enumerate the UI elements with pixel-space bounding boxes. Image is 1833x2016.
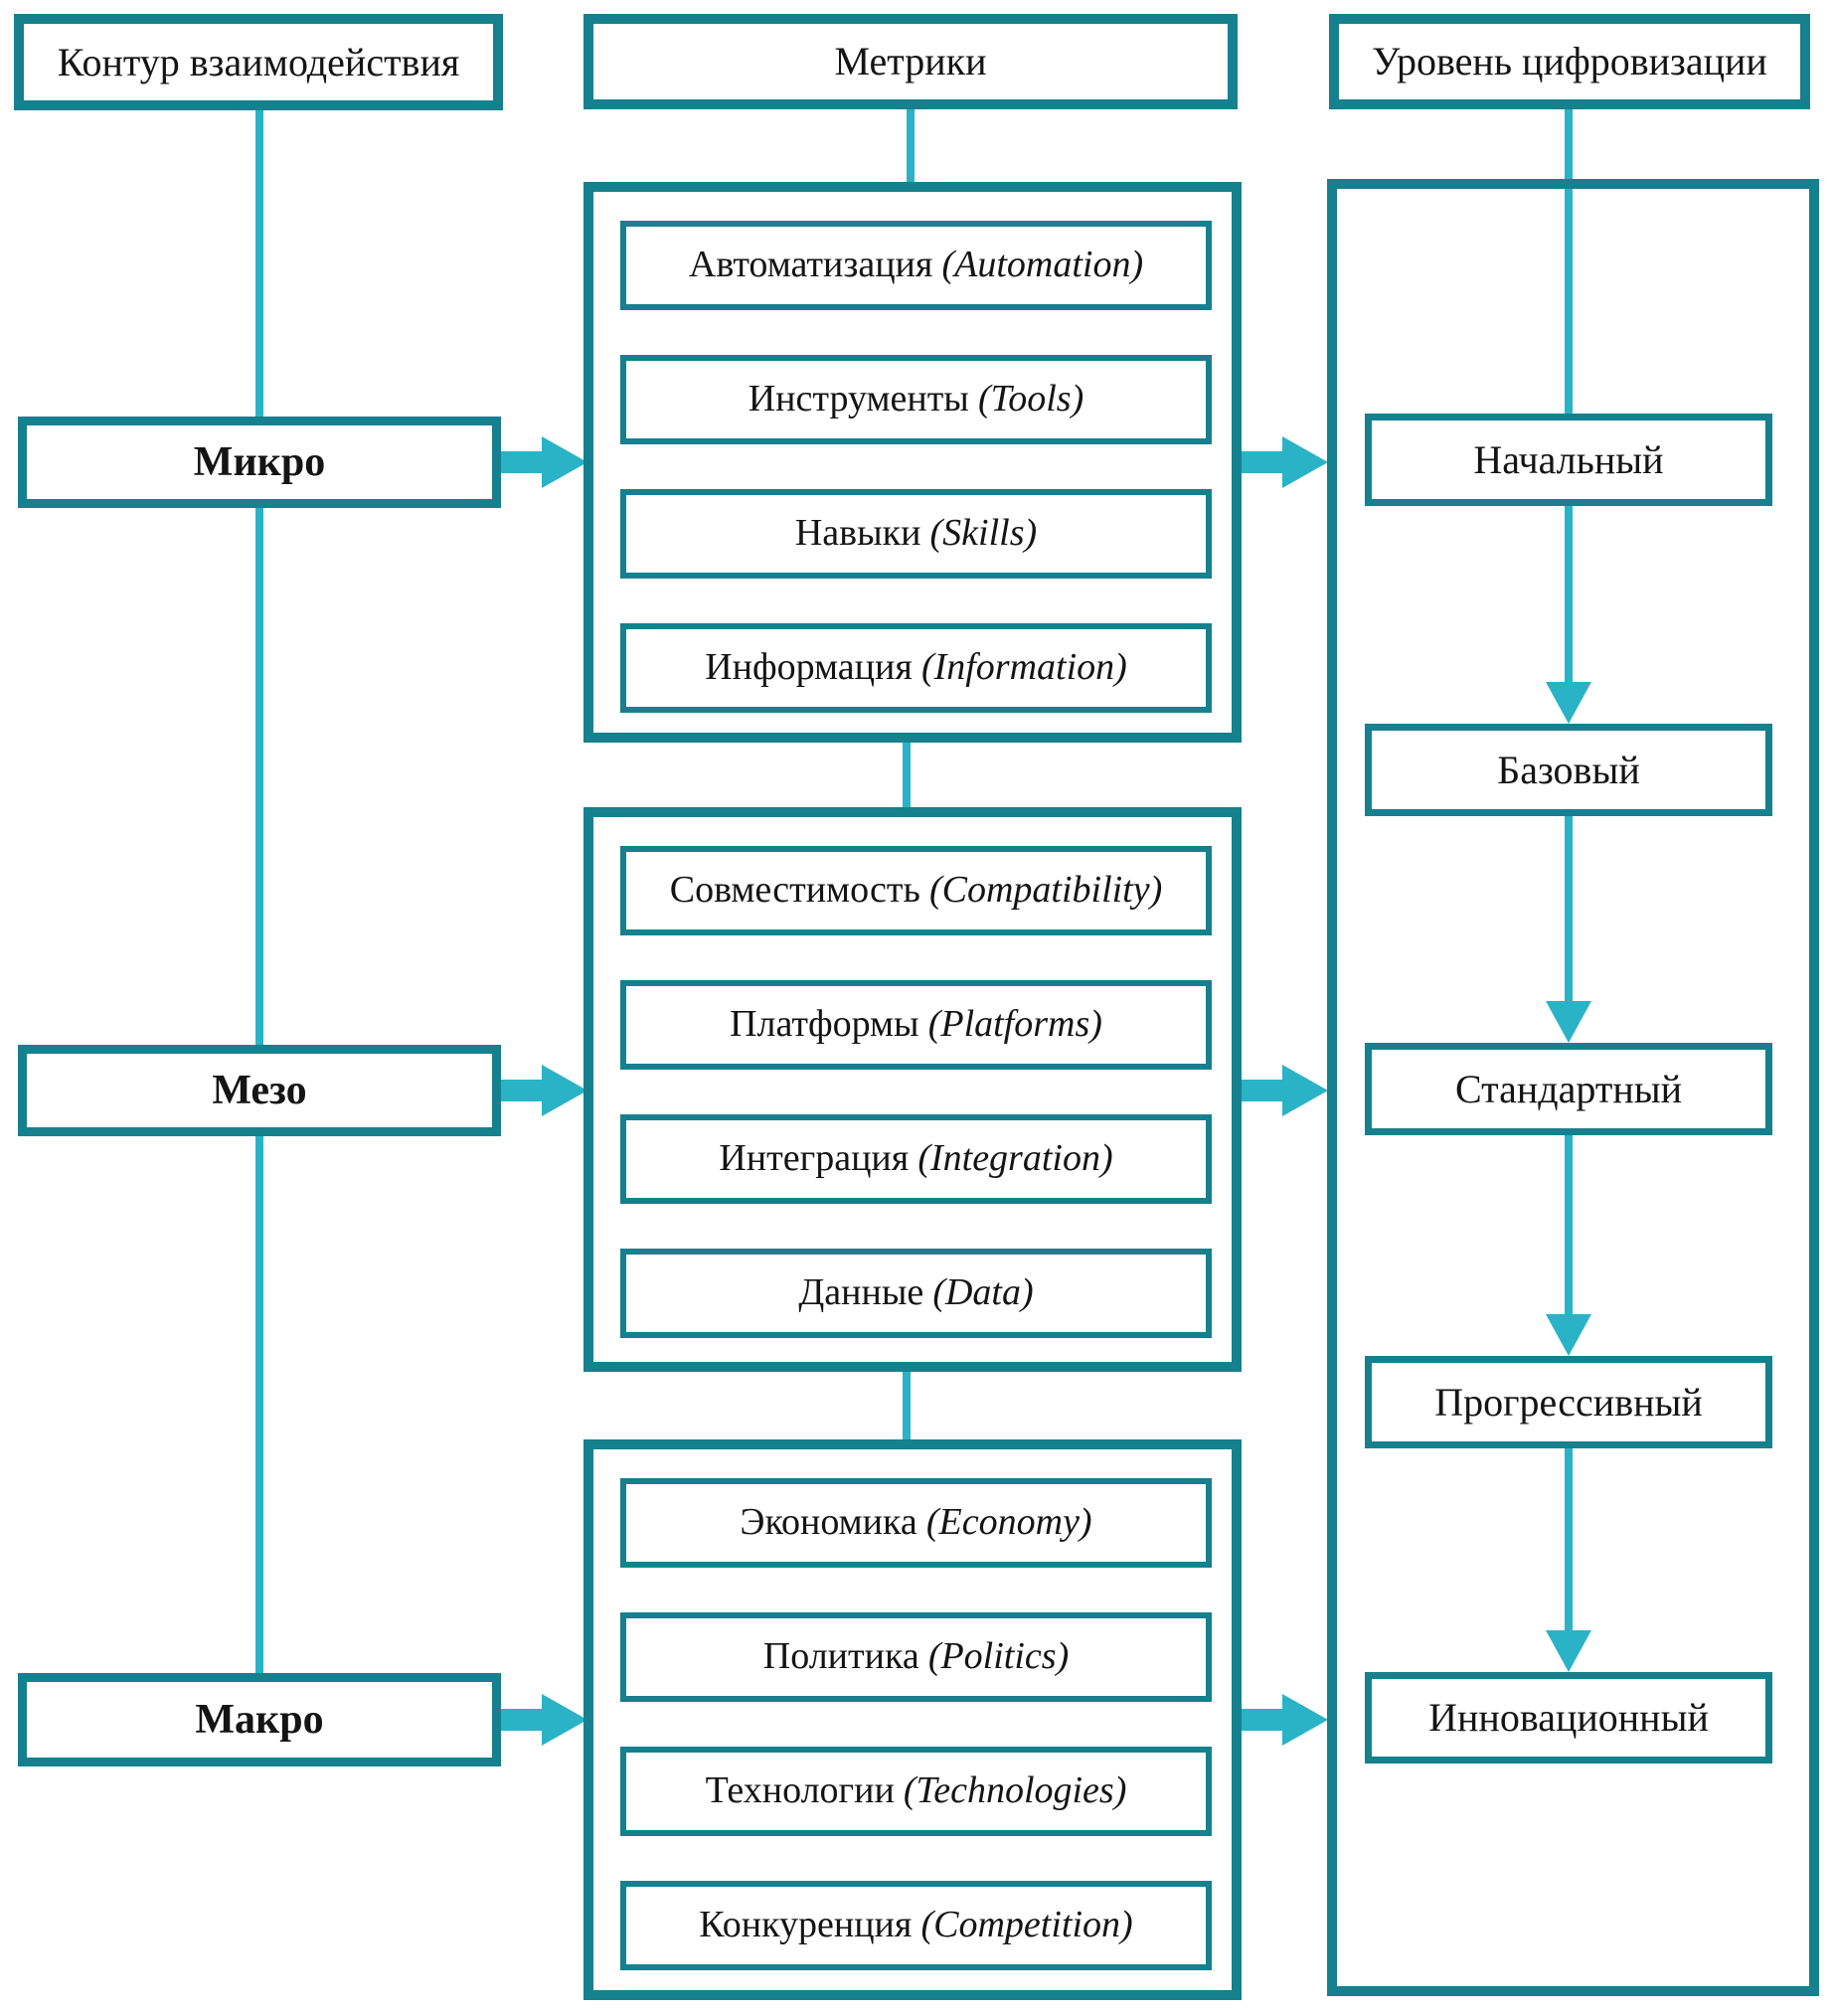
metric-label-en: (Economy): [925, 1501, 1092, 1544]
level-box-meso: Мезо: [18, 1045, 501, 1136]
micro-label: Микро: [193, 438, 326, 485]
interaction-header-label: Контур взаимодействия: [57, 39, 460, 84]
level-label: Инновационный: [1428, 1695, 1709, 1740]
arrow-head-icon: [542, 436, 587, 488]
metric-platforms: Платформы (Platforms): [620, 980, 1212, 1070]
metric-label-ru: Автоматизация: [688, 244, 933, 286]
metric-label-ru: Навыки: [794, 512, 921, 555]
arrow-shaft: [1242, 451, 1284, 473]
metric-integration: Интеграция (Integration): [620, 1114, 1212, 1204]
digitalization-level-innovative: Инновационный: [1365, 1672, 1772, 1764]
level-label: Базовый: [1497, 747, 1640, 792]
metric-label-en: (Information): [920, 646, 1127, 689]
line-standard-to-progressive: [1565, 1135, 1573, 1319]
arrow-head-icon: [1282, 1065, 1328, 1116]
arrowhead-standard-to-progressive: [1546, 1314, 1591, 1356]
line-metrics-group2-group3-connector: [903, 1372, 911, 1442]
arrow-meso-to-metrics: [501, 1065, 587, 1116]
metric-tools: Инструменты (Tools): [620, 355, 1212, 444]
arrow-micro-to-metrics: [501, 436, 587, 488]
arrow-metrics-to-standard: [1242, 1065, 1328, 1116]
metric-label-en: (Skills): [929, 512, 1038, 555]
metric-economy: Экономика (Economy): [620, 1478, 1212, 1568]
metric-label-en: (Platforms): [927, 1003, 1102, 1046]
arrowhead-progressive-to-innovative: [1546, 1630, 1591, 1672]
arrow-head-icon: [1282, 1694, 1328, 1746]
macro-label: Макро: [195, 1696, 324, 1743]
metric-label-ru: Платформы: [730, 1003, 919, 1046]
arrowhead-initial-to-basic: [1546, 682, 1591, 724]
digitalization-level-initial: Начальный: [1365, 414, 1772, 506]
metric-label-ru: Данные: [798, 1271, 924, 1314]
metric-technologies: Технологии (Technologies): [620, 1747, 1212, 1836]
digitalization-level-standard: Стандартный: [1365, 1043, 1772, 1135]
metric-label-en: (Compatibility): [928, 869, 1163, 912]
metric-label-en: (Integration): [917, 1137, 1113, 1180]
metric-label-en: (Politics): [927, 1635, 1070, 1678]
metric-competition: Конкуренция (Competition): [620, 1881, 1212, 1970]
arrow-shaft: [1242, 1709, 1284, 1731]
level-box-macro: Макро: [18, 1673, 501, 1766]
arrow-macro-to-metrics: [501, 1694, 587, 1746]
metric-label-ru: Конкуренция: [699, 1904, 913, 1946]
digitalization-header-box: Уровень цифровизации: [1329, 14, 1810, 109]
level-label: Прогрессивный: [1434, 1379, 1703, 1425]
metric-label-en: (Technologies): [903, 1769, 1127, 1812]
metric-label-en: (Competition): [920, 1904, 1133, 1946]
line-digitalization-header-connector: [1565, 109, 1573, 414]
metric-label-ru: Интеграция: [719, 1137, 910, 1180]
metric-compatibility: Совместимость (Compatibility): [620, 846, 1212, 935]
arrow-shaft: [501, 451, 544, 473]
metric-data: Данные (Data): [620, 1249, 1212, 1338]
metric-label-ru: Политика: [762, 1635, 919, 1678]
metric-label-ru: Инструменты: [748, 378, 969, 420]
arrow-head-icon: [1282, 436, 1328, 488]
metric-label-en: (Automation): [941, 244, 1144, 286]
arrowhead-basic-to-standard: [1546, 1001, 1591, 1043]
line-interaction-axis: [255, 109, 263, 1673]
metric-label-ru: Совместимость: [669, 869, 920, 912]
line-metrics-group1-group2-connector: [903, 743, 911, 810]
arrow-head-icon: [542, 1694, 587, 1746]
arrow-shaft: [501, 1080, 544, 1101]
level-label: Стандартный: [1454, 1066, 1683, 1111]
arrow-head-icon: [542, 1065, 587, 1116]
metric-label-ru: Технологии: [705, 1769, 895, 1812]
metric-label-ru: Экономика: [740, 1501, 917, 1544]
metric-label-en: (Data): [932, 1271, 1034, 1314]
metric-automation: Автоматизация (Automation): [620, 221, 1212, 310]
line-initial-to-basic: [1565, 506, 1573, 687]
metric-label-en: (Tools): [977, 378, 1084, 420]
metric-information: Информация (Information): [620, 623, 1212, 713]
digitalization-level-basic: Базовый: [1365, 724, 1772, 816]
metrics-header-label: Метрики: [834, 39, 987, 84]
line-progressive-to-innovative: [1565, 1448, 1573, 1635]
arrow-shaft: [1242, 1080, 1284, 1101]
arrow-metrics-to-innovative: [1242, 1694, 1328, 1746]
arrow-metrics-to-initial: [1242, 436, 1328, 488]
arrow-shaft: [501, 1709, 544, 1731]
metric-politics: Политика (Politics): [620, 1612, 1212, 1702]
metric-label-ru: Информация: [705, 646, 913, 689]
metrics-header-box: Метрики: [583, 14, 1238, 109]
digitalization-header-label: Уровень цифровизации: [1372, 39, 1767, 84]
metric-skills: Навыки (Skills): [620, 489, 1212, 579]
line-metrics-header-connector: [907, 109, 915, 187]
level-box-micro: Микро: [18, 417, 501, 508]
interaction-header-box: Контур взаимодействия: [14, 14, 503, 110]
level-label: Начальный: [1473, 436, 1664, 482]
line-basic-to-standard: [1565, 816, 1573, 1006]
meso-label: Мезо: [212, 1067, 307, 1113]
digitalization-level-progressive: Прогрессивный: [1365, 1356, 1772, 1448]
